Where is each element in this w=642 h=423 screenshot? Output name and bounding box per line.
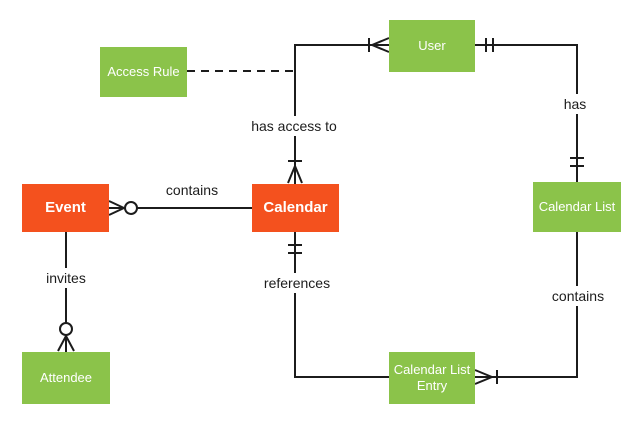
entity-event-label: Event xyxy=(45,198,86,216)
entity-access-rule[interactable]: Access Rule xyxy=(100,47,187,97)
entity-calendar-list-entry-label: Calendar List Entry xyxy=(393,361,471,393)
connector-has xyxy=(475,38,584,182)
relationship-label-contains-event-calendar[interactable]: contains xyxy=(160,180,224,200)
entity-user[interactable]: User xyxy=(389,20,475,72)
entity-attendee-label: Attendee xyxy=(39,369,93,385)
zero-marker-icon xyxy=(59,322,73,336)
connector-contains-list-entry xyxy=(474,232,578,385)
entity-attendee[interactable]: Attendee xyxy=(22,352,110,404)
entity-event[interactable]: Event xyxy=(22,184,109,232)
relationship-label-has-access-to[interactable]: has access to xyxy=(246,116,342,136)
connector-invites xyxy=(57,232,75,352)
entity-calendar-list-label: Calendar List xyxy=(538,198,616,214)
entity-calendar-list[interactable]: Calendar List xyxy=(533,182,621,232)
entity-user-label: User xyxy=(418,37,446,53)
crow-foot-icon xyxy=(287,165,303,184)
zero-marker-icon xyxy=(124,201,138,215)
entity-access-rule-label: Access Rule xyxy=(107,63,180,79)
exactly-one-marker-icon xyxy=(485,38,494,52)
entity-calendar[interactable]: Calendar xyxy=(252,184,339,232)
relationship-label-contains-list-entry[interactable]: contains xyxy=(546,286,610,306)
relationship-label-has[interactable]: has xyxy=(558,94,592,114)
crow-foot-icon xyxy=(371,37,390,53)
connector-contains-event-calendar xyxy=(108,200,252,216)
exactly-one-marker-icon xyxy=(288,244,302,254)
relationship-label-invites[interactable]: invites xyxy=(41,268,91,288)
entity-calendar-label: Calendar xyxy=(263,198,328,216)
relationship-label-references[interactable]: references xyxy=(258,273,336,293)
connector-references xyxy=(288,232,389,378)
exactly-one-marker-icon xyxy=(570,157,584,167)
connector-has-access-to xyxy=(287,37,390,184)
crow-foot-icon xyxy=(474,369,493,385)
entity-calendar-list-entry[interactable]: Calendar List Entry xyxy=(389,352,475,404)
crow-foot-icon xyxy=(57,335,75,352)
